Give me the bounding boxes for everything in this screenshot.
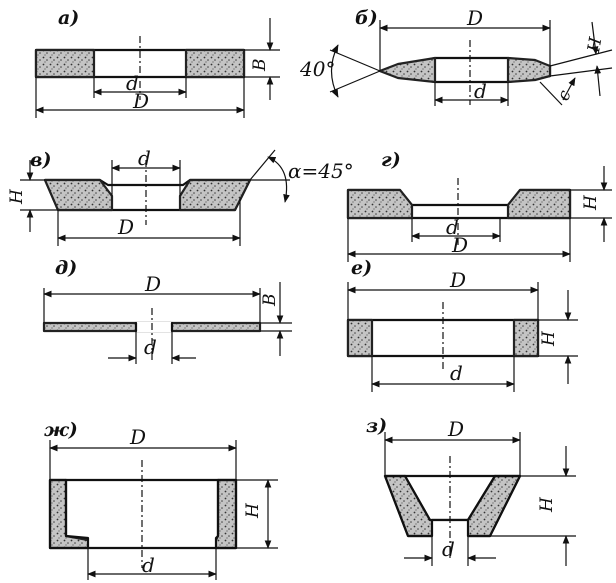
panel-v-angle-arc	[267, 156, 290, 203]
panel-d-B-label: B	[260, 294, 280, 308]
panel-z-D-label: D	[447, 417, 464, 441]
panel-zh-d-label: d	[142, 553, 155, 577]
panel-a-abrasive-left	[34, 48, 96, 79]
panel-b-dim-H	[594, 65, 602, 97]
panel-b-angle-label: 40°	[299, 57, 335, 81]
panel-e-abrasive-left	[346, 318, 374, 358]
panel-g-abrasive-right	[506, 188, 572, 220]
panel-b-D-label: D	[466, 6, 483, 30]
panel-b-label: б)	[355, 7, 378, 29]
panel-v-abrasive-left	[43, 178, 114, 212]
panel-z-d-label: d	[442, 537, 455, 561]
panel-g-H-label: H	[581, 194, 601, 211]
panel-v-D-label: D	[117, 215, 134, 239]
panel-g-d-label: d	[446, 215, 459, 239]
panel-b-abrasive-right	[506, 56, 552, 84]
panel-g-D-label: D	[451, 233, 468, 257]
panel-e-abrasive-right	[512, 318, 540, 358]
panel-z-label: з)	[366, 415, 387, 437]
panel-z: з) D d H	[366, 415, 576, 566]
panel-a: а) d D B	[34, 7, 280, 118]
panel-a-label: а)	[58, 7, 79, 29]
panel-a-d-label: d	[126, 71, 139, 95]
panel-a-abrasive-right	[184, 48, 246, 79]
panel-z-H-label: H	[537, 496, 557, 513]
panel-v-angle-label: α=45°	[288, 159, 354, 183]
panel-b-c-label: c	[553, 87, 575, 103]
panel-e-D-label: D	[449, 268, 466, 292]
panel-b-dim-c	[562, 77, 576, 101]
panel-e-d-label: d	[450, 361, 463, 385]
panel-e: е) D d H	[346, 257, 578, 392]
panel-e-label: е)	[351, 257, 372, 279]
panel-g-label: г)	[381, 149, 401, 171]
panel-v-abrasive-right	[178, 178, 252, 212]
panel-g: г) d D H	[346, 149, 612, 262]
panel-d-d-label: d	[144, 335, 157, 359]
panel-a-B-label: B	[250, 59, 270, 73]
panel-d: д) D d B	[42, 257, 292, 364]
panel-b: б) D d 40° H c	[299, 6, 613, 106]
panel-e-H-label: H	[539, 330, 559, 347]
panel-b-d-label: d	[474, 79, 487, 103]
panel-a-D-label: D	[132, 89, 149, 113]
panel-zh-D-label: D	[129, 425, 146, 449]
panel-d-label: д)	[55, 257, 77, 279]
panel-d-D-label: D	[144, 272, 161, 296]
panel-v: в) d D H α=45°	[7, 146, 354, 246]
panel-zh-H-label: H	[243, 502, 263, 519]
panel-zh: ж) D d H	[44, 419, 278, 580]
panel-v-H-label: H	[7, 188, 27, 205]
panel-b-angle-arc	[330, 44, 339, 98]
panel-zh-label: ж)	[44, 419, 78, 441]
panel-v-label: в)	[30, 149, 51, 171]
panel-v-d-label: d	[138, 146, 151, 170]
panel-b-H-label: H	[584, 35, 607, 55]
panel-g-abrasive-left	[346, 188, 414, 220]
panel-zh-wheel-outline	[48, 478, 238, 550]
panel-b-abrasive-left	[378, 56, 437, 84]
